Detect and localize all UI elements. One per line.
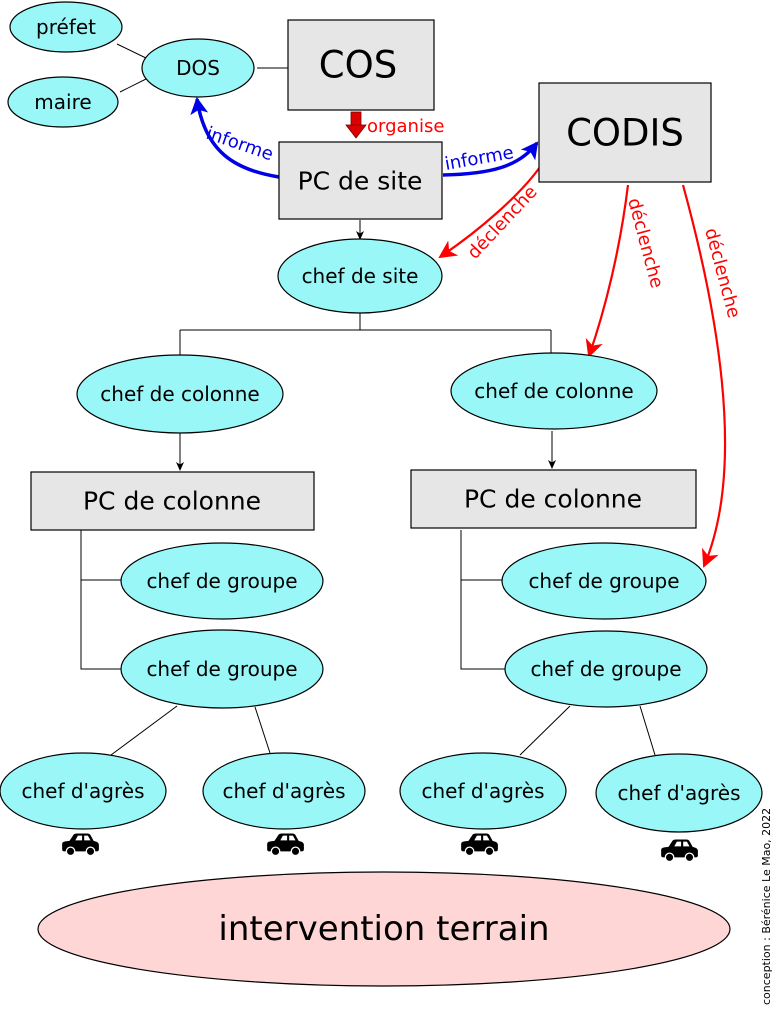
node-label: chef de groupe (528, 569, 679, 593)
label-declenche-site: déclenche (463, 182, 541, 264)
label-organise: organise (367, 116, 444, 137)
connector-group-agres-4 (639, 705, 656, 756)
node-intervention-terrain: intervention terrain (37, 871, 731, 987)
node-label: intervention terrain (218, 909, 549, 949)
node-pc-site: PC de site (278, 141, 443, 220)
node-label: COS (319, 44, 397, 87)
car-icon (267, 833, 304, 857)
label-declenche-groupe: déclenche (700, 226, 744, 321)
node-cos: COS (287, 19, 435, 111)
node-label: chef de colonne (100, 382, 259, 406)
node-label: CODIS (566, 112, 684, 155)
connector-group-agres-1 (110, 705, 178, 756)
node-label: chef d'agrès (617, 781, 740, 805)
node-chef-agres-4: chef d'agrès (595, 753, 763, 833)
node-maire: maire (7, 76, 119, 128)
node-label: chef de groupe (530, 657, 681, 681)
node-pc-colonne-right: PC de colonne (410, 469, 697, 529)
label-declenche-colonne: déclenche (623, 196, 667, 291)
car-icon (62, 833, 99, 857)
node-label: PC de colonne (464, 485, 642, 514)
label-informe-dos: informe (203, 123, 276, 165)
arrow-informe-dos (190, 97, 280, 179)
arrow-declenche-groupe (681, 184, 727, 568)
node-label: chef de site (302, 264, 419, 288)
arrow-informe-codis (442, 141, 539, 177)
connector-group-agres-3 (519, 705, 571, 756)
node-label: chef d'agrès (222, 779, 345, 803)
node-chef-colonne-left: chef de colonne (76, 354, 284, 434)
connector-group-agres-2 (254, 706, 271, 754)
connectors (80, 43, 656, 756)
label-informe-codis: informe (443, 142, 515, 175)
car-icon (661, 839, 698, 863)
arrow-declenche-site (438, 166, 541, 259)
node-chef-groupe-r2: chef de groupe (504, 630, 708, 708)
node-label: préfet (36, 15, 96, 39)
connector-prefet-dos (116, 43, 151, 61)
node-label: DOS (176, 56, 220, 80)
node-chef-colonne-right: chef de colonne (450, 352, 658, 430)
node-dos: DOS (141, 38, 255, 98)
arrow-declenche-colonne (585, 184, 630, 358)
node-label: maire (34, 90, 91, 114)
node-chef-groupe-r1: chef de groupe (501, 542, 707, 620)
node-chef-agres-1: chef d'agrès (0, 752, 167, 830)
node-chef-agres-3: chef d'agrès (399, 752, 567, 830)
node-pc-colonne-left: PC de colonne (30, 471, 315, 531)
node-chef-site: chef de site (277, 238, 443, 314)
node-chef-agres-2: chef d'agrès (202, 752, 366, 830)
node-label: PC de site (298, 167, 423, 196)
node-label: PC de colonne (83, 487, 261, 516)
credit-text: conception : Bérénice Le Mao, 2022 (760, 808, 773, 1005)
node-label: chef d'agrès (21, 779, 144, 803)
node-prefet: préfet (9, 1, 123, 53)
node-label: chef de groupe (146, 657, 297, 681)
node-chef-groupe-l1: chef de groupe (120, 542, 324, 620)
node-chef-groupe-l2: chef de groupe (120, 629, 324, 709)
node-label: chef de colonne (474, 379, 633, 403)
connector-pc-left-groups (80, 530, 121, 670)
organise-arrow (345, 111, 367, 139)
car-icon (461, 833, 498, 857)
node-label: chef de groupe (146, 569, 297, 593)
connector-pc-right-groups (460, 530, 505, 670)
node-label: chef d'agrès (421, 779, 544, 803)
node-codis: CODIS (538, 82, 712, 183)
